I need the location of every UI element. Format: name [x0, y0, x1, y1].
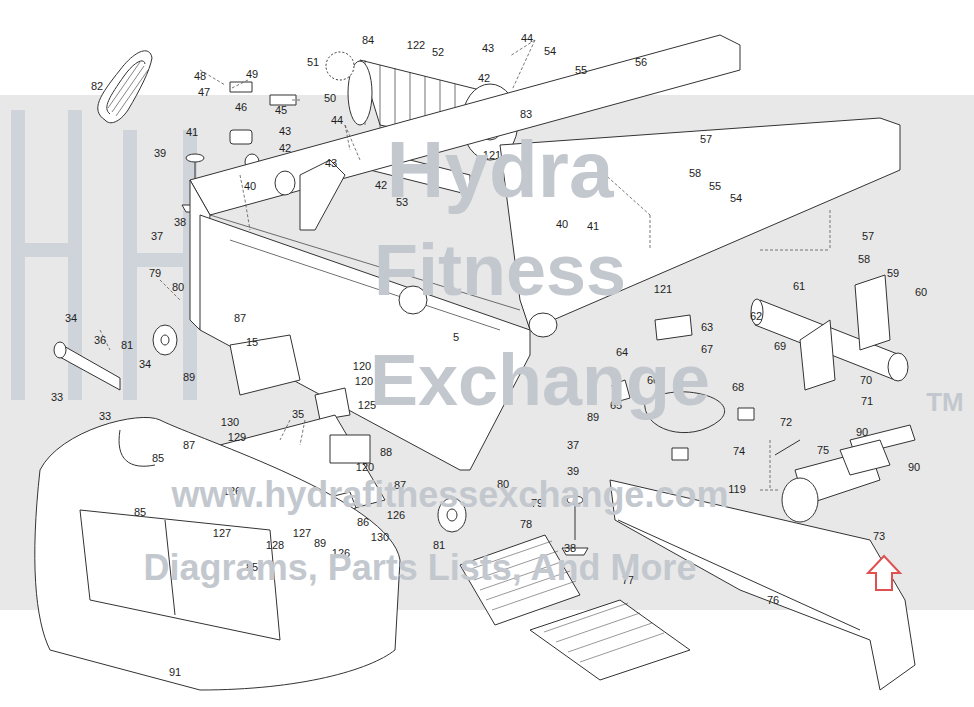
callout-number: 73	[873, 531, 885, 542]
callout-number: 42	[375, 180, 387, 191]
callout-number: 79	[149, 268, 161, 279]
watermark-text: Hydra	[387, 130, 614, 210]
callout-number: 120	[353, 361, 371, 372]
callout-number: 46	[235, 102, 247, 113]
callout-number: 89	[183, 372, 195, 383]
callout-number: 44	[521, 33, 533, 44]
callout-number: 120	[356, 462, 374, 473]
callout-number: 55	[575, 65, 587, 76]
callout-number: 34	[139, 359, 151, 370]
callout-number: 90	[908, 462, 920, 473]
callout-number: 122	[407, 40, 425, 51]
callout-number: 57	[862, 231, 874, 242]
callout-number: 127	[213, 528, 231, 539]
watermark-text: www.hydrafitnessexchange.com	[172, 477, 729, 513]
callout-number: 89	[314, 538, 326, 549]
callout-number: 80	[172, 282, 184, 293]
watermark-text: TM	[926, 389, 964, 415]
callout-number: 86	[357, 517, 369, 528]
callout-number: 43	[325, 158, 337, 169]
callout-number: 85	[152, 453, 164, 464]
callout-number: 41	[587, 221, 599, 232]
callout-number: 69	[774, 341, 786, 352]
callout-number: 78	[520, 519, 532, 530]
callout-number: 37	[151, 231, 163, 242]
callout-number: 62	[750, 311, 762, 322]
callout-number: 15	[246, 337, 258, 348]
callout-number: 72	[780, 417, 792, 428]
callout-number: 88	[380, 447, 392, 458]
callout-number: 90	[856, 427, 868, 438]
callout-number: 87	[183, 440, 195, 451]
callout-number: 49	[246, 69, 258, 80]
callout-number: 5	[453, 332, 459, 343]
callout-number: 39	[154, 148, 166, 159]
callout-number: 36	[94, 335, 106, 346]
callout-number: 130	[371, 532, 389, 543]
callout-number: 59	[887, 268, 899, 279]
callout-number: 50	[324, 93, 336, 104]
callout-number: 121	[654, 284, 672, 295]
callout-number: 81	[121, 340, 133, 351]
callout-number: 54	[730, 193, 742, 204]
callout-number: 38	[174, 217, 186, 228]
callout-number: 63	[701, 322, 713, 333]
callout-number: 85	[134, 507, 146, 518]
callout-number: 61	[793, 281, 805, 292]
callout-number: 119	[728, 484, 746, 495]
callout-number: 41	[186, 127, 198, 138]
callout-number: 40	[556, 219, 568, 230]
watermark-text: Exchange	[370, 344, 710, 416]
callout-number: 44	[331, 115, 343, 126]
callout-number: 127	[293, 528, 311, 539]
callout-number: 55	[709, 181, 721, 192]
callout-number: 42	[279, 143, 291, 154]
callout-number: 58	[858, 254, 870, 265]
callout-number: 43	[482, 43, 494, 54]
callout-number: 43	[279, 126, 291, 137]
callout-number: 48	[194, 71, 206, 82]
callout-number: 91	[169, 667, 181, 678]
callout-number: 130	[221, 417, 239, 428]
watermark-logo	[18, 110, 190, 400]
callout-number: 42	[478, 73, 490, 84]
watermark-text: Diagrams, Parts Lists, And More	[144, 550, 697, 586]
callout-number: 58	[689, 168, 701, 179]
callout-number: 82	[91, 81, 103, 92]
highlight-arrow	[868, 556, 900, 590]
callout-number: 71	[861, 396, 873, 407]
callout-number: 83	[520, 109, 532, 120]
callout-number: 34	[65, 313, 77, 324]
callout-number: 76	[767, 595, 779, 606]
callout-number: 60	[915, 287, 927, 298]
callout-number: 54	[544, 46, 556, 57]
callout-number: 68	[732, 382, 744, 393]
callout-number: 51	[307, 57, 319, 68]
callout-number: 128	[266, 540, 284, 551]
callout-number: 35	[292, 409, 304, 420]
callout-number: 37	[567, 440, 579, 451]
callout-number: 81	[433, 540, 445, 551]
watermark-text: Fitness	[374, 234, 626, 306]
callout-number: 57	[700, 134, 712, 145]
callout-number: 87	[234, 313, 246, 324]
callout-number: 70	[860, 375, 872, 386]
callout-number: 33	[51, 392, 63, 403]
callout-number: 33	[99, 411, 111, 422]
callout-number: 84	[362, 35, 374, 46]
callout-number: 47	[198, 87, 210, 98]
callout-number: 129	[228, 432, 246, 443]
callout-number: 56	[635, 57, 647, 68]
callout-number: 45	[275, 105, 287, 116]
callout-number: 40	[244, 181, 256, 192]
callout-number: 39	[567, 466, 579, 477]
callout-number: 74	[733, 446, 745, 457]
callout-number: 52	[432, 47, 444, 58]
callout-number: 75	[817, 445, 829, 456]
